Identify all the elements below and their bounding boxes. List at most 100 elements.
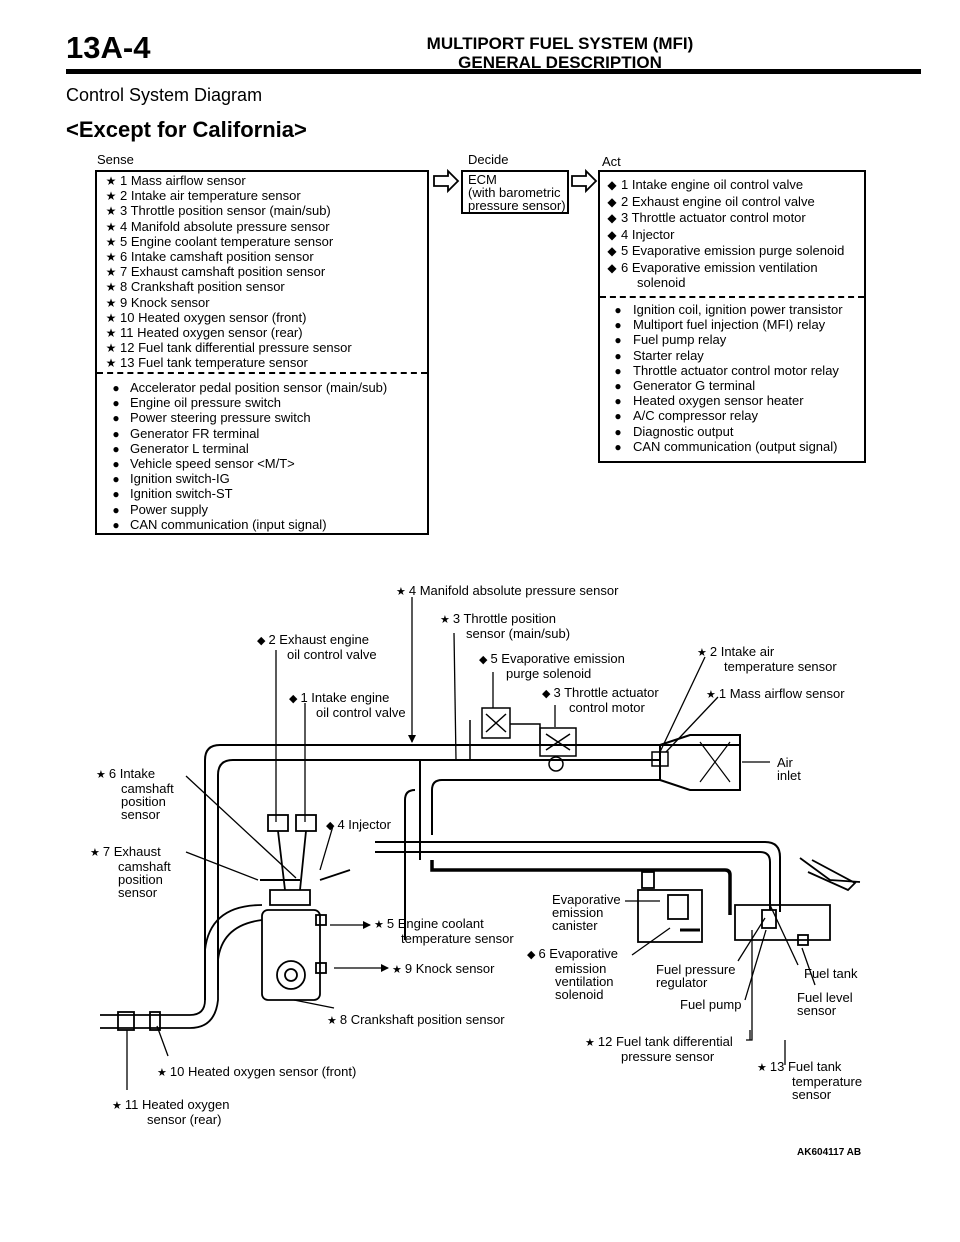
page-header-title: MULTIPORT FUEL SYSTEM (MFI) GENERAL DESC… [305,34,815,72]
list-item: ●Ignition switch-IG [102,471,387,486]
engine-symbol [261,814,351,1001]
list-item: ★6 Intake camshaft position sensor [102,249,352,264]
manual-subtitle: GENERAL DESCRIPTION [458,53,662,72]
dot-marker: ● [614,378,622,393]
list-item: ★4 Manifold absolute pressure sensor [102,219,352,234]
sense-sensor-list: ★1 Mass airflow sensor ★2 Intake air tem… [102,173,352,370]
dot-marker: ● [112,517,120,532]
list-item: ●Fuel pump relay [603,332,843,347]
star-marker: ★ [105,295,117,310]
dot-marker: ● [112,487,120,502]
dashed-divider [600,296,864,298]
intake-tube [204,744,740,1000]
star-marker: ★ [105,325,117,340]
sense-other-list: ●Accelerator pedal position sensor (main… [102,380,387,532]
callout-injector: ◆4 Injector [326,817,391,832]
ecm-box [461,170,569,214]
list-item: ●Generator L terminal [102,441,387,456]
diamond-marker: ◆ [607,260,617,275]
list-item: ★11 Heated oxygen sensor (rear) [102,325,352,340]
decide-to-act-arrow [571,168,598,194]
sense-to-decide-arrow [433,168,460,194]
diamond-marker: ◆ [607,178,617,192]
list-item: ★3 Throttle position sensor (main/sub) [102,203,352,218]
list-item: ★10 Heated oxygen sensor (front) [102,310,352,325]
manual-title: MULTIPORT FUEL SYSTEM (MFI) [426,34,694,53]
list-item: ●Heated oxygen sensor heater [603,393,843,408]
sense-box [95,170,429,535]
callout-maf-sensor: ★1 Mass airflow sensor [706,686,845,701]
list-item: ◆2 Exhaust engine oil control valve [603,194,844,211]
star-marker: ★ [105,280,117,295]
star-marker: ★ [105,204,117,219]
star-marker: ★ [105,219,117,234]
dot-marker: ● [614,348,622,363]
page-number: 13A-4 [66,30,151,65]
callout-front-oxygen-sensor: ★10 Heated oxygen sensor (front) [157,1064,357,1079]
decide-label: Decide [468,152,509,167]
figure-code: AK604117 AB [797,1147,862,1158]
list-item: ★5 Engine coolant temperature sensor [102,234,352,249]
dot-marker: ● [112,396,120,411]
diamond-marker: ◆ [607,194,617,209]
list-item: ●Ignition switch-ST [102,486,387,501]
dot-marker: ● [112,381,120,395]
dot-marker: ● [614,439,622,454]
diamond-marker: ◆ [607,244,617,258]
list-item: ●CAN communication (output signal) [603,439,843,454]
star-marker: ★ [105,234,117,249]
dot-marker: ● [112,502,120,517]
star-marker: ★ [105,249,117,264]
dot-marker: ● [112,426,120,441]
act-box [598,170,866,463]
list-item: ●Generator G terminal [603,378,843,393]
list-item: ◆4 Injector [603,227,844,244]
dot-marker: ● [614,394,622,409]
list-item: ★7 Exhaust camshaft position sensor [102,264,352,279]
list-item: ◆1 Intake engine oil control valve [603,177,844,194]
callout-knock-sensor: ★9 Knock sensor [392,961,495,976]
list-item: ◆3 Throttle actuator control motor [603,210,844,227]
exhaust-system [100,904,263,1031]
act-label: Act [602,154,621,169]
air-cleaner [659,734,770,791]
list-item: ●Throttle actuator control motor relay [603,363,843,378]
callout-fuel-pump: Fuel pump [680,997,742,1012]
list-item: ◆5 Evaporative emission purge solenoid [603,243,844,260]
list-item: ●A/C compressor relay [603,408,843,423]
dot-marker: ● [112,441,120,456]
star-marker: ★ [105,174,117,188]
dot-marker: ● [614,409,622,424]
dot-marker: ● [112,456,120,471]
list-item: ●CAN communication (input signal) [102,517,387,532]
list-item: ●Starter relay [603,348,843,363]
dot-marker: ● [614,363,622,378]
dashed-divider [97,372,427,374]
list-item: ●Engine oil pressure switch [102,395,387,410]
dot-marker: ● [614,333,622,348]
list-item: ●Multiport fuel injection (MFI) relay [603,317,843,332]
header-rule [66,69,921,74]
callout-fuel-tank: Fuel tank [804,966,858,981]
purge-solenoid-symbol [469,707,541,760]
list-item: ●Generator FR terminal [102,426,387,441]
dot-marker: ● [614,318,622,333]
list-item: ★8 Crankshaft position sensor [102,279,352,294]
diamond-marker: ◆ [607,211,617,225]
list-item-continuation: solenoid [637,274,686,290]
list-item: ●Vehicle speed sensor <M/T> [102,456,387,471]
star-marker: ★ [105,356,117,371]
list-item: ●Ignition coil, ignition power transisto… [603,302,842,317]
